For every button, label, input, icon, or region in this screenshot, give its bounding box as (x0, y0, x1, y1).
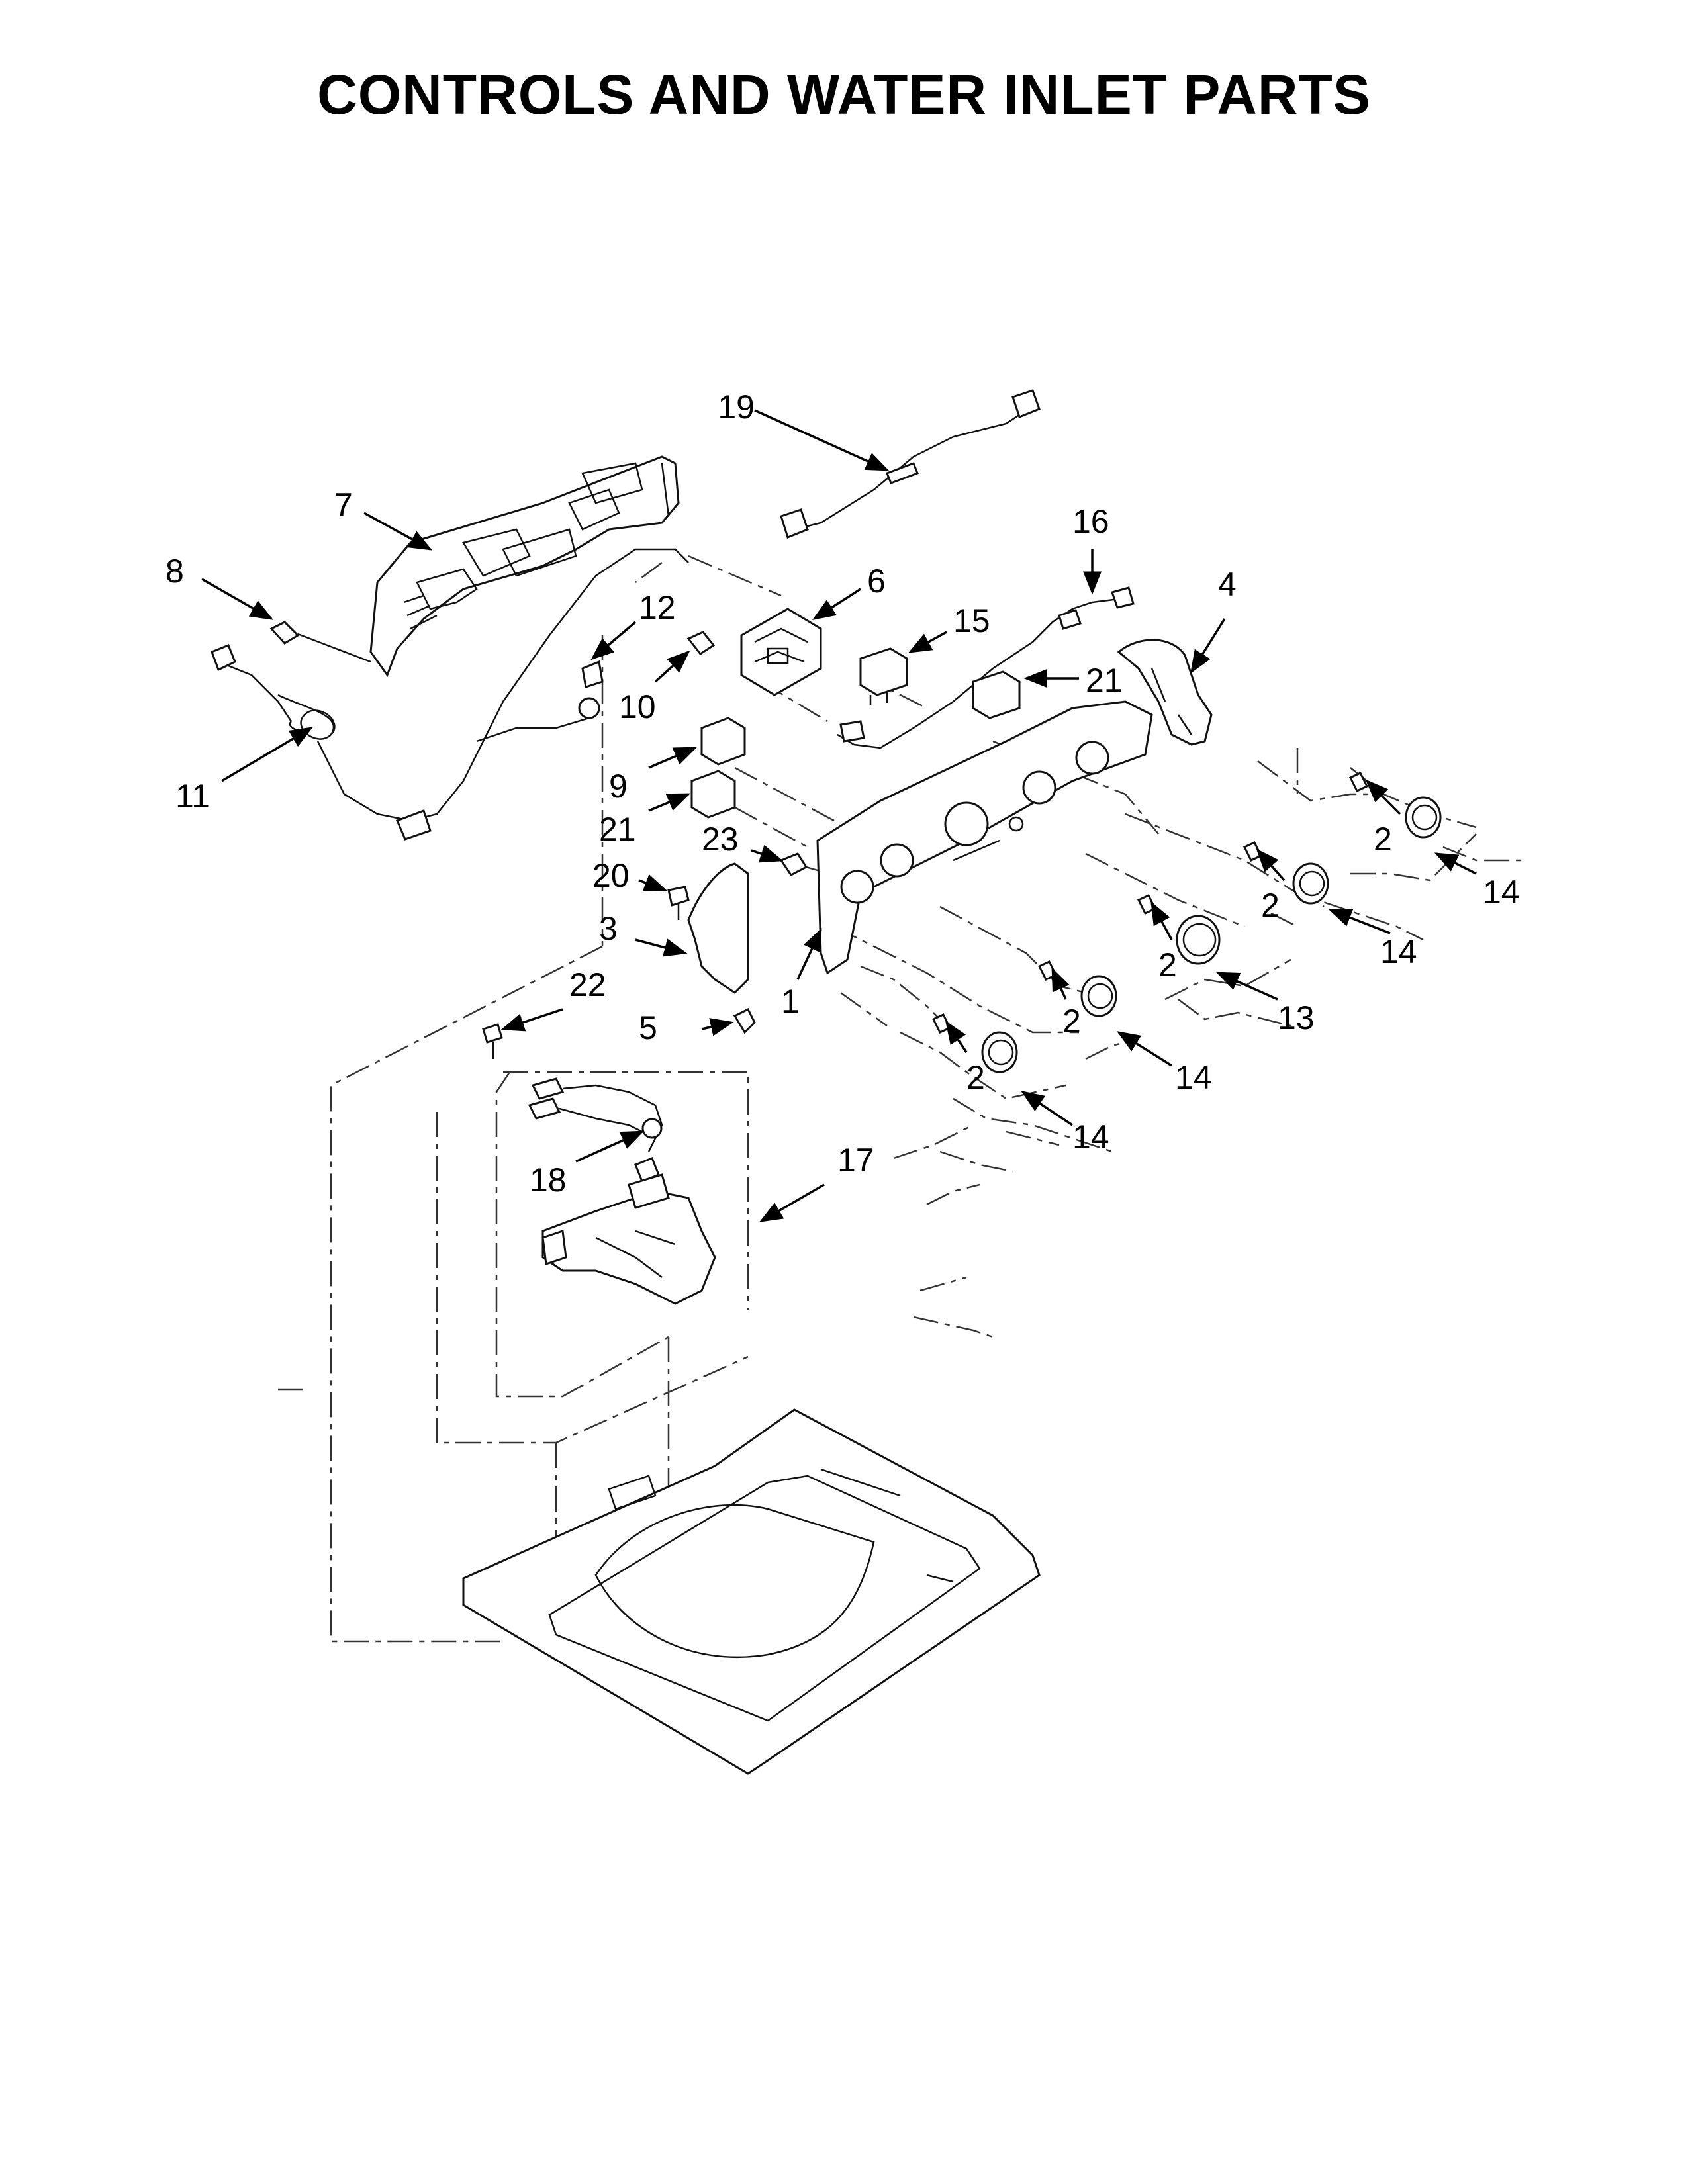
knob-assembly-center (1137, 894, 1221, 965)
wire-harness-19 (780, 389, 1041, 539)
clip-part-5 (733, 1007, 756, 1034)
knob-assembly-mid-right (1243, 841, 1329, 905)
water-inlet-valve-17 (541, 1173, 716, 1305)
callout-18: 18 (530, 1161, 567, 1199)
callout-2-a: 2 (1374, 821, 1392, 858)
callout-17: 17 (837, 1142, 874, 1179)
screw-part-10 (686, 631, 716, 656)
switch-part-9 (700, 717, 746, 766)
callout-14-d: 14 (1072, 1118, 1109, 1156)
callout-2-c: 2 (1158, 946, 1177, 983)
cabinet-top (462, 1408, 1041, 1775)
callout-14-a: 14 (1483, 874, 1520, 911)
callout-7: 7 (334, 486, 353, 523)
control-board-6 (740, 608, 822, 696)
callout-2-d: 2 (1062, 1003, 1081, 1040)
callout-6: 6 (867, 563, 886, 600)
callout-2-e: 2 (966, 1059, 985, 1096)
screw-part-8 (269, 621, 371, 663)
callout-23: 23 (702, 821, 739, 858)
switch-part-15 (859, 647, 908, 705)
screw-part-20 (667, 886, 690, 920)
page-title: CONTROLS AND WATER INLET PARTS (317, 64, 1371, 126)
callout-14-c: 14 (1175, 1059, 1212, 1096)
callout-21-right: 21 (1086, 662, 1123, 699)
callout-5: 5 (639, 1009, 657, 1046)
callout-15: 15 (953, 602, 990, 639)
wire-harness-16 (837, 586, 1135, 749)
callout-2-b: 2 (1261, 887, 1280, 924)
callout-1: 1 (781, 983, 800, 1020)
power-cord-11 (211, 548, 689, 841)
callout-22: 22 (569, 966, 606, 1003)
leader-arrows (201, 409, 1477, 1222)
callout-12: 12 (639, 589, 676, 626)
callout-14-b: 14 (1380, 933, 1417, 970)
callout-3: 3 (599, 910, 618, 947)
callout-8: 8 (165, 553, 184, 590)
screw-part-22 (482, 1023, 503, 1059)
callout-9: 9 (609, 768, 628, 805)
console-rear-panel (369, 455, 680, 678)
callout-10: 10 (619, 688, 656, 725)
callout-11: 11 (175, 778, 210, 815)
end-cap-left-3 (687, 862, 749, 994)
knob-assembly-upper-right (1348, 772, 1442, 839)
callout-21-left: 21 (599, 811, 636, 848)
screw-part-23 (779, 852, 808, 876)
callout-20: 20 (592, 857, 630, 894)
callout-13: 13 (1278, 999, 1315, 1036)
clip-part-12 (581, 660, 604, 688)
switch-part-21-left (690, 770, 736, 819)
callout-4: 4 (1218, 566, 1237, 603)
console-part-1 (816, 700, 1153, 975)
end-cap-right-4 (1117, 639, 1213, 746)
switch-part-21-right (972, 670, 1021, 719)
callout-labels: 19 7 8 12 11 10 6 15 16 4 21 9 21 23 20 … (165, 388, 1520, 1199)
callout-19: 19 (718, 388, 755, 426)
callout-16: 16 (1072, 503, 1109, 540)
